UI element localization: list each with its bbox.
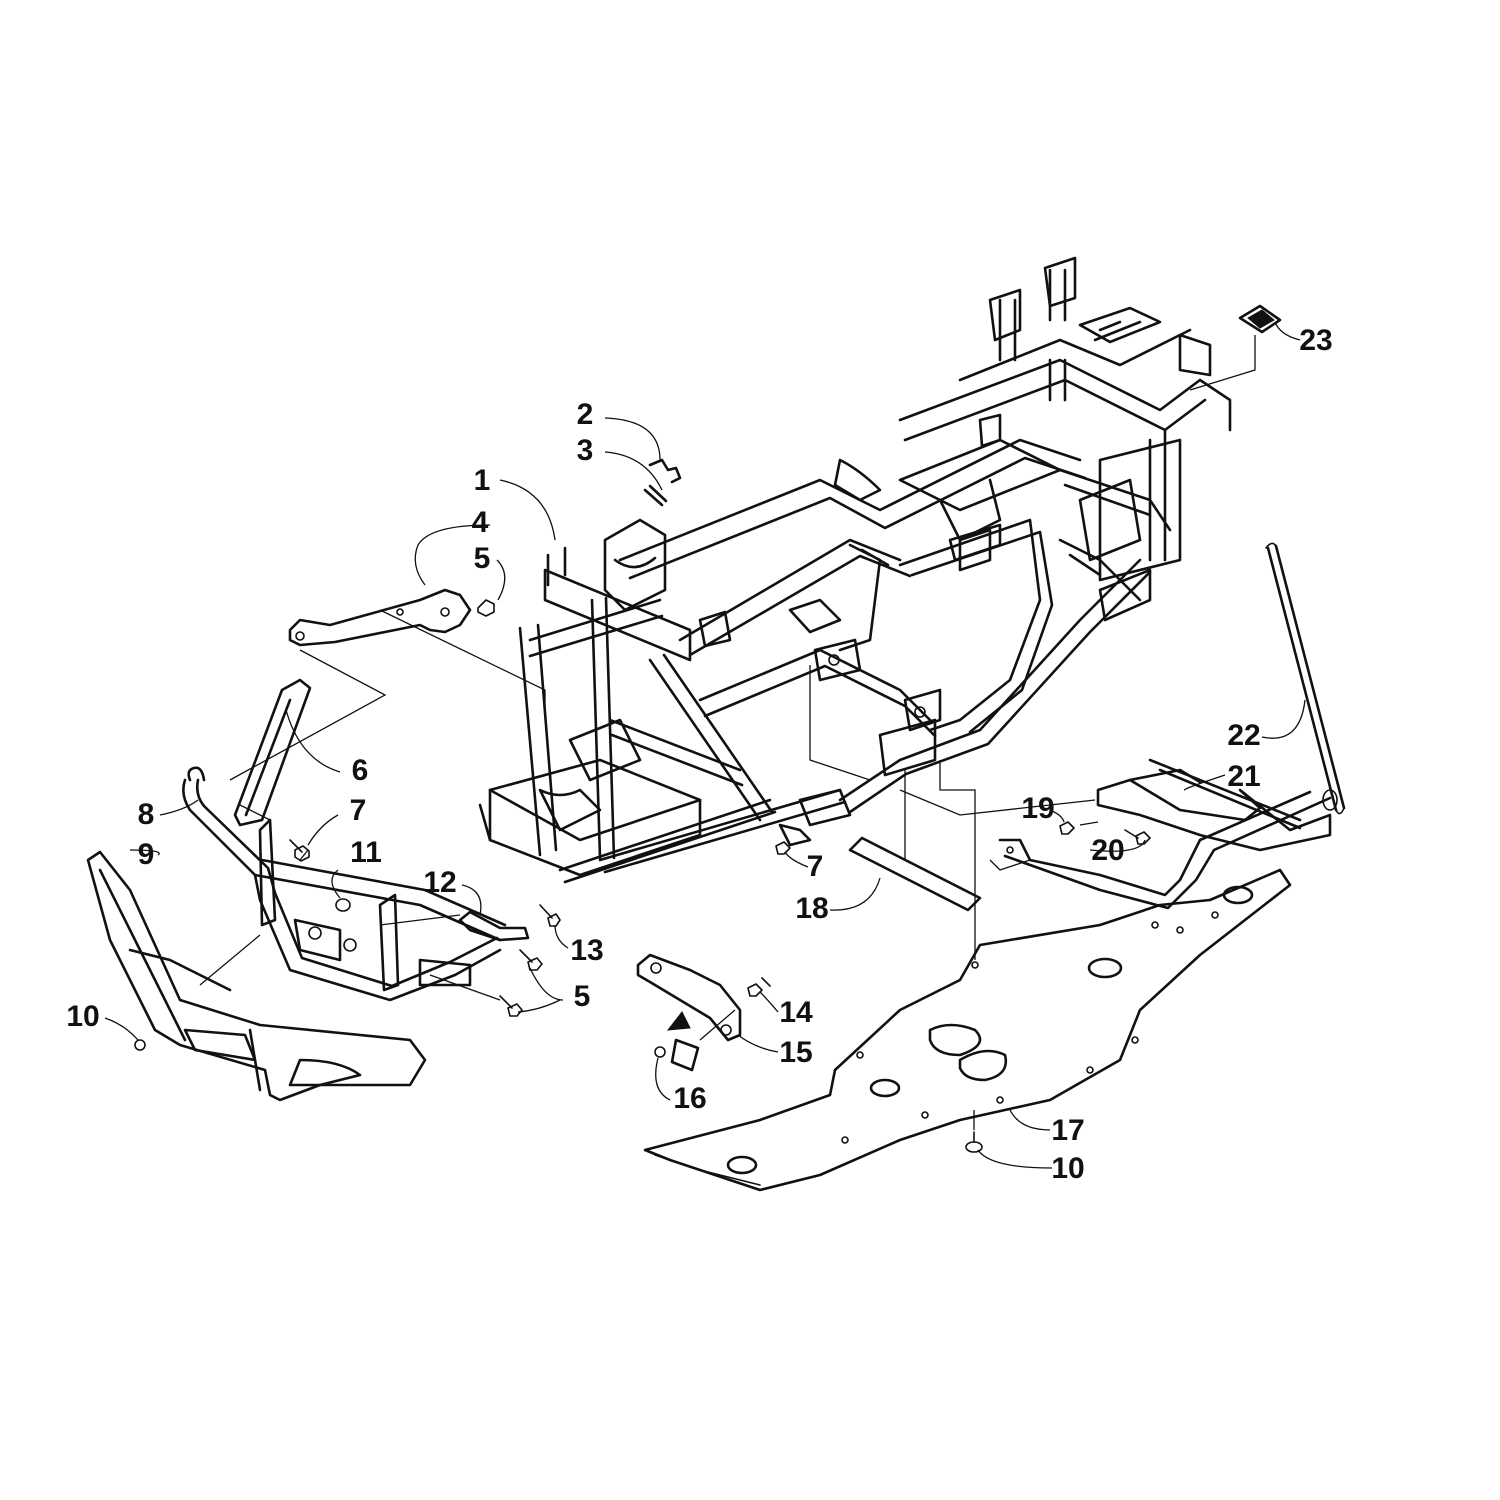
callout-17: 17 bbox=[1051, 1114, 1084, 1147]
callout-1: 1 bbox=[474, 464, 491, 497]
label-tag bbox=[1238, 304, 1282, 334]
fasteners bbox=[134, 599, 1151, 1153]
support-rod bbox=[1265, 542, 1346, 815]
callout-5-upper: 5 bbox=[474, 542, 491, 575]
fastener-10-front bbox=[134, 1039, 146, 1051]
callout-16: 16 bbox=[673, 1082, 706, 1115]
bolt-13 bbox=[539, 904, 561, 927]
bolt-5-lower bbox=[499, 995, 523, 1017]
callout-19: 19 bbox=[1021, 792, 1054, 825]
bolt-5-upper bbox=[477, 599, 495, 617]
callout-23: 23 bbox=[1299, 324, 1332, 357]
callout-labels: 1 2 3 4 5 6 7 8 9 10 11 12 13 5 14 15 16… bbox=[66, 324, 1332, 1185]
callout-11: 11 bbox=[350, 836, 382, 869]
callout-22: 22 bbox=[1227, 719, 1260, 752]
bolt-5-mid bbox=[519, 949, 543, 971]
callout-7-front: 7 bbox=[350, 794, 367, 827]
callout-5-lower: 5 bbox=[574, 980, 591, 1013]
skid-plate bbox=[643, 868, 1292, 1192]
callout-10-skid: 10 bbox=[1051, 1152, 1084, 1185]
callout-4: 4 bbox=[472, 506, 489, 539]
front-support-strut bbox=[233, 678, 312, 827]
callout-12: 12 bbox=[423, 866, 456, 899]
callout-15: 15 bbox=[779, 1036, 812, 1069]
upper-front-bracket bbox=[288, 588, 472, 647]
mount-bracket bbox=[636, 953, 742, 1072]
front-bumper-tube bbox=[182, 766, 507, 1002]
callout-20: 20 bbox=[1091, 834, 1124, 867]
callout-18: 18 bbox=[795, 892, 828, 925]
main-frame bbox=[478, 256, 1232, 884]
clip-and-pin bbox=[643, 458, 682, 507]
hitch-bracket bbox=[458, 910, 530, 942]
nut-19 bbox=[1059, 821, 1075, 835]
callout-10-front: 10 bbox=[66, 1000, 99, 1033]
assembly-lines bbox=[199, 335, 1256, 1130]
bolt-14 bbox=[747, 977, 771, 997]
nut-11 bbox=[335, 898, 351, 912]
rear-bracket bbox=[1096, 758, 1332, 852]
fastener-10-skid bbox=[965, 1131, 983, 1153]
bolt-7-front bbox=[289, 839, 310, 862]
callout-13: 13 bbox=[570, 934, 603, 967]
callout-9: 9 bbox=[138, 838, 155, 871]
callout-2: 2 bbox=[577, 398, 594, 431]
nut-16 bbox=[654, 1046, 666, 1058]
callout-8: 8 bbox=[138, 798, 155, 831]
callout-7-mid: 7 bbox=[807, 850, 824, 883]
leader-lines bbox=[104, 321, 1306, 1169]
callout-14: 14 bbox=[779, 996, 813, 1029]
bolt-20 bbox=[1124, 829, 1151, 845]
callout-3: 3 bbox=[577, 434, 594, 467]
bolt-7-mid bbox=[775, 834, 791, 855]
callout-21: 21 bbox=[1227, 760, 1260, 793]
callout-6: 6 bbox=[352, 754, 369, 787]
decal-strip bbox=[848, 836, 982, 912]
front-bumper-cover bbox=[86, 850, 427, 1102]
